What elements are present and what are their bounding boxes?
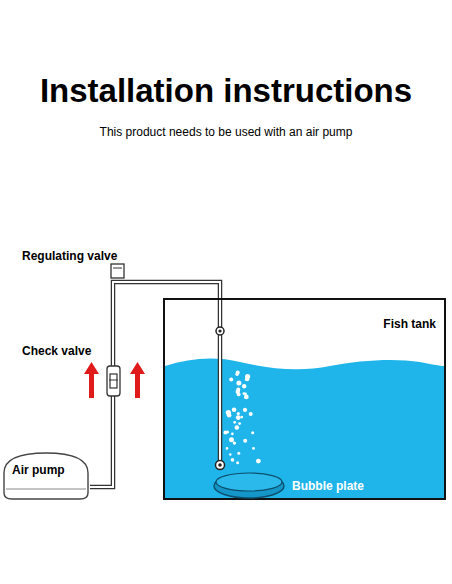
air-bubble — [232, 408, 237, 413]
air-bubble — [226, 447, 229, 450]
air-bubble — [231, 458, 235, 462]
air-bubble — [242, 384, 246, 388]
tube-fitting — [216, 327, 225, 470]
tank-water — [165, 359, 445, 498]
air-bubble — [243, 408, 247, 412]
air-tube-outline — [90, 282, 220, 487]
bubble-plate-top — [216, 473, 282, 491]
air-bubble — [240, 416, 243, 419]
air-bubble — [256, 459, 261, 464]
air-bubble — [249, 412, 253, 416]
air-bubble — [235, 425, 240, 430]
air-bubble — [233, 441, 236, 444]
subtitle-note: This product needs to be used with an ai… — [100, 125, 353, 139]
part-name: Regulating valve — [22, 249, 117, 263]
air-tube — [90, 282, 220, 487]
air-pump: Air pump — [2, 451, 90, 501]
bubble-plate: Bubble plate — [212, 470, 364, 500]
air-bubble — [252, 447, 255, 450]
node-label: Bubble plate — [292, 479, 364, 493]
air-bubble — [251, 431, 254, 434]
air-bubble — [227, 413, 232, 418]
air-bubble — [236, 390, 240, 394]
fish-tank-box: Bubble plate Fish tank — [163, 298, 446, 500]
tube-fitting-center — [218, 329, 222, 466]
flow-arrow — [84, 362, 145, 398]
air-bubble — [231, 432, 234, 435]
air-bubble — [226, 431, 229, 434]
bubble-plate-disc — [212, 470, 286, 500]
node-label: Fish tank — [383, 317, 436, 331]
air-bubble — [237, 412, 240, 415]
air-bubble — [237, 452, 240, 455]
air-pump-base — [6, 489, 86, 490]
node-label: Air pump — [12, 463, 65, 477]
air-bubble — [238, 422, 241, 425]
part-name: Check valve — [22, 344, 91, 358]
air-bubble — [236, 415, 241, 420]
air-bubble — [229, 453, 231, 455]
air-bubble — [236, 381, 241, 386]
air-bubble — [229, 378, 233, 382]
air-bubble — [244, 395, 249, 400]
air-tube-core — [90, 282, 220, 487]
air-bubble — [243, 439, 247, 443]
air-bubble — [236, 461, 239, 464]
air-bubbles — [224, 371, 261, 465]
air-bubble — [233, 421, 236, 424]
air-pump-outline — [4, 453, 88, 499]
bubble-plate-rim — [214, 474, 284, 498]
air-bubble — [246, 378, 249, 381]
air-bubble — [229, 437, 234, 442]
diagram-title: Installation instructions — [40, 72, 412, 110]
regulating-valve-symbol — [111, 264, 124, 278]
pump-label-box: Air pump — [12, 463, 65, 477]
check-valve-symbol — [107, 366, 120, 396]
air-bubble — [236, 371, 240, 375]
